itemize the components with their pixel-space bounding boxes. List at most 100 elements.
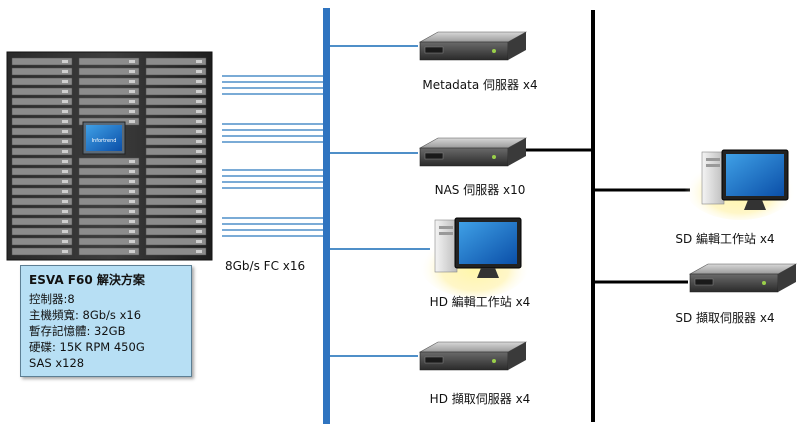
drive-bay-latch: [129, 190, 135, 193]
drive-bay: [145, 227, 207, 236]
drive-bay: [145, 237, 207, 246]
drive-bay-latch: [62, 170, 68, 173]
drive-bay-latch: [62, 250, 68, 253]
spec-line: 控制器:8: [29, 292, 75, 306]
drive-bay: [11, 117, 73, 126]
drive-bay: [78, 157, 140, 166]
drive-bay: [11, 57, 73, 66]
drive-bay: [78, 207, 140, 216]
drive-bay: [145, 247, 207, 256]
drive-bay-latch: [62, 140, 68, 143]
drive-bay: [78, 77, 140, 86]
drive-bay: [78, 237, 140, 246]
drive-bay: [78, 167, 140, 176]
drive-bay: [145, 207, 207, 216]
drive-bay: [11, 217, 73, 226]
drive-bay: [145, 57, 207, 66]
drive-bay-latch: [62, 220, 68, 223]
fc-links: [222, 75, 324, 237]
drive-bay-latch: [62, 130, 68, 133]
drive-bay: [145, 177, 207, 186]
drive-bay-latch: [129, 110, 135, 113]
drive-bay: [78, 107, 140, 116]
drive-bay-latch: [62, 70, 68, 73]
drive-bay: [78, 187, 140, 196]
drive-bay-latch: [196, 140, 202, 143]
drive-bay-latch: [196, 70, 202, 73]
spec-line: 暫存記憶體: 32GB: [29, 324, 126, 338]
server-label-metadata: Metadata 伺服器 x4: [422, 78, 538, 92]
drive-bay-latch: [196, 170, 202, 173]
drive-bay: [11, 67, 73, 76]
drive-bay-latch: [62, 120, 68, 123]
drive-bay: [145, 167, 207, 176]
drive-bay-latch: [129, 70, 135, 73]
drive-bay: [78, 227, 140, 236]
drive-bay: [78, 97, 140, 106]
drive-bay: [78, 67, 140, 76]
rack-drive-bays: [11, 57, 207, 256]
drive-bay-latch: [129, 200, 135, 203]
server-icon: [688, 263, 798, 293]
drive-bay-latch: [129, 240, 135, 243]
drive-bay-latch: [62, 200, 68, 203]
drive-bay-latch: [196, 200, 202, 203]
drive-bay: [78, 87, 140, 96]
drive-bay: [145, 77, 207, 86]
drive-bay: [78, 197, 140, 206]
server-label-nas: NAS 伺服器 x10: [434, 183, 526, 197]
drive-bay-latch: [62, 230, 68, 233]
storage-title: ESVA F60 解決方案: [29, 273, 145, 287]
drive-bay: [145, 117, 207, 126]
drive-bay-latch: [196, 230, 202, 233]
drive-bay: [78, 217, 140, 226]
drive-bay-latch: [62, 90, 68, 93]
drive-bay: [11, 137, 73, 146]
drive-bay-latch: [196, 190, 202, 193]
storage-rack: Infortrend: [6, 51, 213, 261]
drive-bay: [11, 87, 73, 96]
drive-bay-latch: [196, 90, 202, 93]
spec-line: 硬碟: 15K RPM 450G: [29, 340, 145, 354]
drive-bay-latch: [129, 60, 135, 63]
drive-bay-latch: [62, 240, 68, 243]
drive-bay: [11, 237, 73, 246]
drive-bay-latch: [196, 100, 202, 103]
ethernet-links: [525, 148, 690, 284]
drive-bay: [11, 187, 73, 196]
drive-bay-latch: [196, 220, 202, 223]
server-label-hd-capture: HD 擷取伺服器 x4: [429, 392, 531, 406]
drive-bay-latch: [62, 60, 68, 63]
drive-bay-latch: [196, 110, 202, 113]
drive-bay-latch: [196, 210, 202, 213]
drive-bay-latch: [129, 250, 135, 253]
drive-bay-latch: [62, 210, 68, 213]
drive-bay-latch: [196, 130, 202, 133]
drive-bay-latch: [129, 180, 135, 183]
fc-link-label: 8Gb/s FC x16: [225, 259, 306, 273]
drive-bay: [11, 107, 73, 116]
workstation-icon: [684, 149, 796, 220]
drive-bay: [145, 217, 207, 226]
drive-bay: [11, 127, 73, 136]
drive-bay: [145, 137, 207, 146]
server-icon: [418, 31, 528, 61]
drive-bay: [145, 107, 207, 116]
drive-bay-latch: [129, 120, 135, 123]
fc-switch-bus: [323, 8, 330, 424]
drive-bay: [11, 197, 73, 206]
drive-bay-latch: [196, 80, 202, 83]
drive-bay: [11, 157, 73, 166]
drive-bay: [145, 197, 207, 206]
drive-bay-latch: [62, 190, 68, 193]
workstation-icon: [419, 217, 531, 298]
drive-bay: [11, 147, 73, 156]
drive-bay: [11, 77, 73, 86]
drive-bay-latch: [129, 100, 135, 103]
drive-bay-latch: [129, 170, 135, 173]
drive-bay-latch: [196, 150, 202, 153]
spec-line: 主機頻寬: 8Gb/s x16: [29, 308, 142, 322]
spec-line: SAS x128: [29, 356, 85, 370]
drive-bay-latch: [62, 100, 68, 103]
